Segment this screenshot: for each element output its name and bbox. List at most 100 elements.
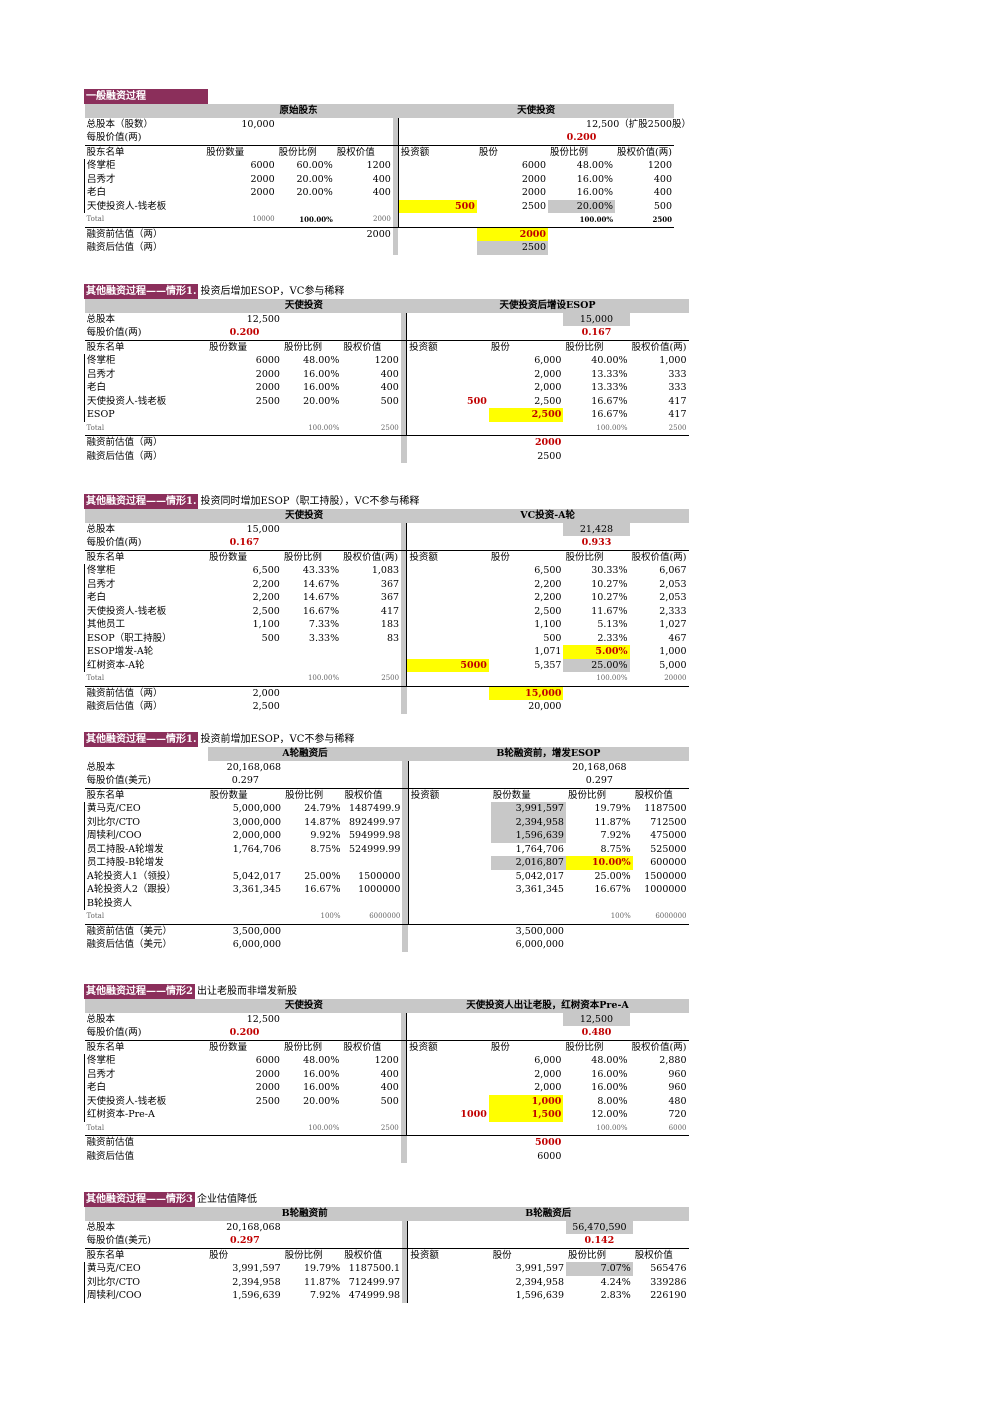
total-shares-right[interactable]: 12,500 (563, 1012, 630, 1026)
total-value[interactable]: 2000 (334, 213, 393, 228)
share-count-after[interactable] (491, 897, 566, 911)
cell[interactable] (689, 774, 693, 788)
investment-amount[interactable] (406, 1067, 489, 1081)
share-percent-after[interactable]: 4.24% (600, 1276, 631, 1288)
share-count-after[interactable]: 2000 (521, 173, 547, 185)
share-percent-after[interactable]: 11.67% (591, 605, 628, 617)
cell[interactable] (283, 1221, 343, 1235)
column-header[interactable]: 股权价值 (341, 1039, 401, 1054)
total-shares[interactable]: 10000 (204, 213, 277, 228)
share-percent-after[interactable]: 12.00% (591, 1109, 628, 1120)
total-value[interactable]: 6000000 (342, 910, 403, 925)
cell[interactable] (490, 910, 566, 925)
share-value-after[interactable]: 226190 (650, 1290, 687, 1301)
column-header[interactable]: 股东名单 (84, 339, 208, 354)
shareholder-name[interactable]: B轮投资人 (83, 896, 208, 910)
cell[interactable] (407, 1150, 489, 1164)
total-shares-right[interactable]: 12,500（扩股2500股） (586, 118, 691, 130)
share-value-after[interactable]: 475000 (650, 830, 687, 841)
share-value[interactable]: 400 (372, 173, 391, 185)
total-value[interactable]: 2500 (341, 672, 402, 687)
cell[interactable] (283, 938, 342, 952)
price-per-share-right[interactable]: 0.167 (581, 327, 612, 338)
share-value[interactable] (341, 1108, 400, 1122)
cell[interactable] (630, 326, 689, 340)
investment-amount[interactable]: 500 (397, 199, 477, 213)
cell[interactable] (689, 1221, 693, 1235)
total-percent-after[interactable]: 100.00% (563, 421, 630, 436)
total-percent-after[interactable]: 100% (565, 910, 633, 925)
share-count-after[interactable]: 3,991,597 (515, 1263, 565, 1274)
share-count[interactable]: 2000 (250, 187, 275, 198)
post-money-valuation-left-value[interactable] (341, 700, 401, 714)
price-per-share-right[interactable]: 0.933 (581, 537, 612, 548)
share-percent[interactable] (282, 1108, 341, 1122)
shareholder-name[interactable]: 吕秀才 (84, 1067, 208, 1081)
share-count-after[interactable]: 2,500 (534, 395, 562, 407)
column-header[interactable]: 股权价值 (342, 1247, 403, 1262)
cell[interactable] (489, 1026, 564, 1040)
column-header[interactable]: 投资额 (406, 1039, 489, 1054)
share-percent-after[interactable]: 5.13% (597, 619, 628, 630)
pre-money-valuation-left[interactable]: 3,500,000 (232, 925, 282, 937)
share-count-after[interactable]: 1,764,706 (515, 843, 564, 855)
total-shares[interactable] (207, 1121, 282, 1136)
cell[interactable] (630, 700, 689, 714)
cell[interactable] (406, 1012, 489, 1026)
column-header[interactable]: 股权价值 (334, 144, 393, 159)
investment-amount[interactable] (407, 1275, 491, 1289)
investment-amount[interactable] (407, 896, 491, 910)
column-header[interactable]: 投资额 (406, 339, 489, 354)
cell[interactable] (282, 523, 341, 537)
pre-money-valuation-label[interactable]: 融资前估值 (86, 1137, 135, 1148)
investment-amount[interactable] (407, 829, 491, 843)
total-value-after[interactable]: 2500 (629, 421, 689, 436)
pre-money-valuation-left[interactable] (204, 227, 276, 241)
total-value[interactable]: 2500 (341, 421, 401, 436)
shareholder-name[interactable]: 其他员工 (84, 618, 208, 632)
share-percent-after[interactable]: 16.00% (576, 187, 614, 198)
pre-money-valuation-left[interactable] (207, 1136, 282, 1150)
share-count-after[interactable]: 2,394,958 (490, 815, 566, 829)
pre-money-valuation-left-value[interactable] (341, 436, 400, 450)
cell[interactable] (277, 227, 335, 241)
share-count-after[interactable]: 2000 (521, 187, 547, 198)
share-value-after[interactable]: 1000000 (644, 884, 687, 895)
cell[interactable] (342, 1234, 402, 1248)
share-value-after[interactable]: 333 (668, 382, 687, 393)
share-value[interactable]: 1500000 (358, 870, 401, 882)
shareholder-name[interactable]: 吕秀才 (84, 172, 205, 186)
column-header[interactable]: 股份比例 (283, 787, 343, 802)
share-value[interactable] (343, 856, 403, 870)
post-money-valuation-left-value[interactable] (335, 241, 393, 255)
total-shares[interactable] (207, 672, 282, 687)
shareholder-name[interactable]: 黄马克/CEO (83, 802, 208, 816)
cell[interactable] (630, 436, 689, 450)
column-header[interactable]: 股东名单 (84, 549, 208, 564)
cell[interactable] (408, 938, 490, 952)
column-header[interactable]: 股权价值(两) (629, 1039, 689, 1054)
investment-amount[interactable] (406, 1081, 489, 1095)
share-percent-after[interactable]: 16.00% (591, 1082, 628, 1093)
share-value-after[interactable]: 417 (668, 409, 687, 420)
share-percent[interactable]: 20.00% (296, 187, 333, 198)
post-money-valuation-right[interactable]: 2500 (537, 450, 562, 462)
investment-amount[interactable] (407, 1289, 491, 1303)
total-value-after[interactable]: 6000000 (632, 910, 689, 925)
cell[interactable] (277, 118, 335, 132)
column-header[interactable]: 股权价值(两) (629, 339, 689, 354)
cell[interactable] (689, 1013, 693, 1027)
cell[interactable] (630, 1026, 689, 1040)
total-percent-after[interactable]: 100.00% (563, 1121, 630, 1136)
pre-money-valuation-left-value[interactable] (343, 924, 403, 938)
cell[interactable] (341, 523, 401, 537)
column-header[interactable]: 股份数量 (490, 787, 566, 802)
share-percent-after[interactable]: 5.00% (563, 645, 630, 659)
shareholder-name[interactable]: 佟掌柜 (84, 354, 208, 368)
cell[interactable] (689, 761, 693, 775)
cell[interactable] (335, 118, 393, 132)
cell[interactable] (84, 509, 208, 523)
cell[interactable] (630, 1136, 689, 1150)
column-header[interactable]: 股东名单 (84, 1039, 208, 1054)
share-count[interactable] (207, 1108, 282, 1122)
